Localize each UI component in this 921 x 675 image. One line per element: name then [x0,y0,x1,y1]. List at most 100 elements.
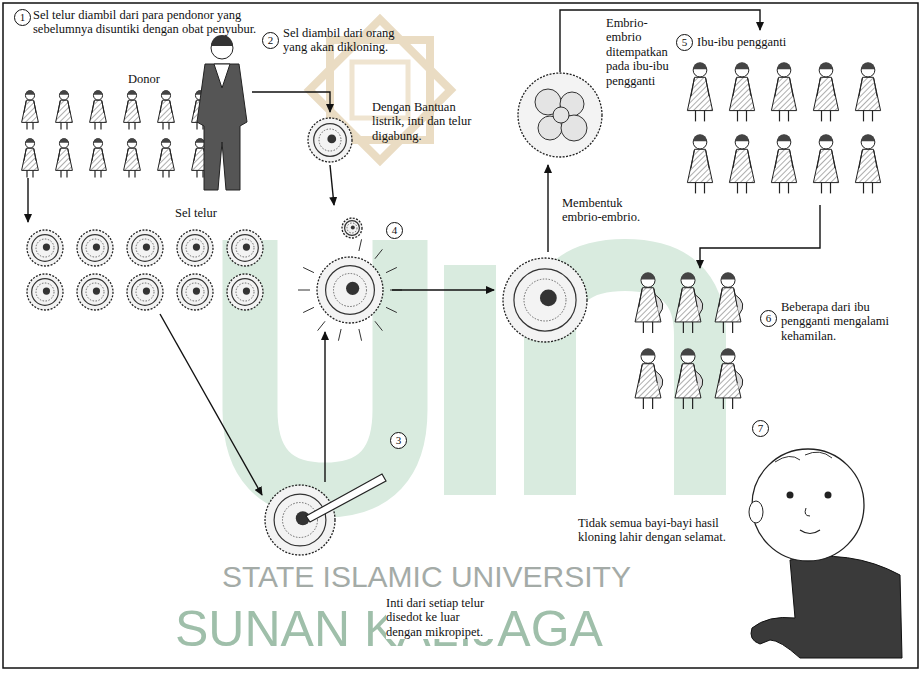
pipette-cell [265,485,335,555]
woman-figure [863,183,864,194]
woman-figure [813,149,838,182]
man-figure [197,35,247,190]
woman-figure [693,134,707,141]
baby-figure [749,449,902,658]
pregnant-woman [694,289,697,308]
step-arrow [330,165,334,205]
woman-figure [24,149,26,161]
woman-figure [695,111,696,122]
pregnant-woman [643,322,644,333]
egg-cell [182,279,209,306]
woman-figure [771,62,796,121]
woman-figure [100,170,101,177]
woman-figure [158,138,175,177]
spark-lines [338,329,341,341]
multi-cell-embryo [518,73,602,157]
baby-figure [775,452,832,462]
woman-figure [735,135,749,149]
woman-figure [161,138,170,143]
woman-figure [691,78,694,96]
pregnant-woman [652,322,653,333]
woman-figure [855,77,880,110]
pregnant-woman [694,365,697,384]
group-label: Sel telur [175,206,217,220]
egg-cell [77,230,113,266]
woman-figure [56,90,73,129]
woman-figure [134,170,135,177]
pregnant-woman [639,289,642,308]
pregnant-woman [639,365,642,384]
egg-cell [43,244,50,251]
pregnant-woman [681,348,695,355]
woman-figure [92,101,94,113]
baby-figure [805,508,810,516]
woman-figure [748,78,751,96]
pregnant-woman [654,289,657,308]
egg-cell [127,230,163,266]
step-arrows [28,10,820,495]
pregnant-woman [635,364,661,398]
pipette-cell [274,494,326,546]
callout-number: 3 [390,432,407,449]
embryo-cell [524,279,566,321]
woman-figure [127,91,136,100]
woman-figure [748,150,751,168]
woman-figure [790,78,793,96]
egg-cell [186,239,204,257]
woman-figure [94,122,95,129]
egg-cell [36,239,54,257]
step-arrow [392,289,494,290]
pregnant-woman [641,272,655,279]
woman-figure [170,101,172,113]
body-cell [314,124,347,157]
woman-figure [168,122,169,129]
woman-figure [168,170,169,177]
woman-figure [32,170,33,177]
woman-figure [830,111,831,122]
egg-cell [82,235,109,262]
woman-figure [819,62,833,69]
woman-figure [746,183,747,194]
woman-figure [733,150,736,168]
spark-lines [298,239,402,340]
step-note: Embrio-embrio ditempatkan pada ibu-ibu p… [606,16,672,88]
egg-cell [232,279,259,306]
egg-cell [32,279,59,306]
pregnant-woman [719,365,722,384]
woman-figure [861,134,875,141]
woman-figure [60,170,61,177]
egg-cell [236,239,254,257]
egg-cell [177,230,213,266]
body-cell [327,135,336,144]
baby-figure [752,449,864,561]
pregnant-woman [681,273,695,287]
pregnant-woman [675,288,701,322]
woman-figure [162,170,163,177]
pregnant-woman [715,364,741,398]
woman-figure [158,148,175,170]
woman-figure [92,149,94,161]
watermark-letters [250,240,400,490]
woman-figure [158,90,175,129]
man-figure [211,35,233,46]
step-note: Dengan Bantuan listrik, inti dan telur d… [372,100,472,143]
woman-figure [729,134,754,193]
woman-figure [771,134,796,193]
spark-lines [386,307,397,312]
pregnant-woman [734,365,737,384]
callout-number: 7 [752,420,769,437]
woman-figure [59,90,68,95]
woman-figure [58,149,60,161]
egg-cell [77,274,113,310]
woman-figure [855,62,880,121]
woman-figure [691,150,694,168]
pregnant-woman [652,398,653,409]
woman-figure [735,63,749,77]
woman-figure [777,63,791,77]
woman-figure [22,138,39,177]
woman-figure [859,150,862,168]
baby-figure [749,501,763,523]
woman-figure [813,77,838,110]
woman-figure [195,138,204,143]
woman-figure [695,183,696,194]
